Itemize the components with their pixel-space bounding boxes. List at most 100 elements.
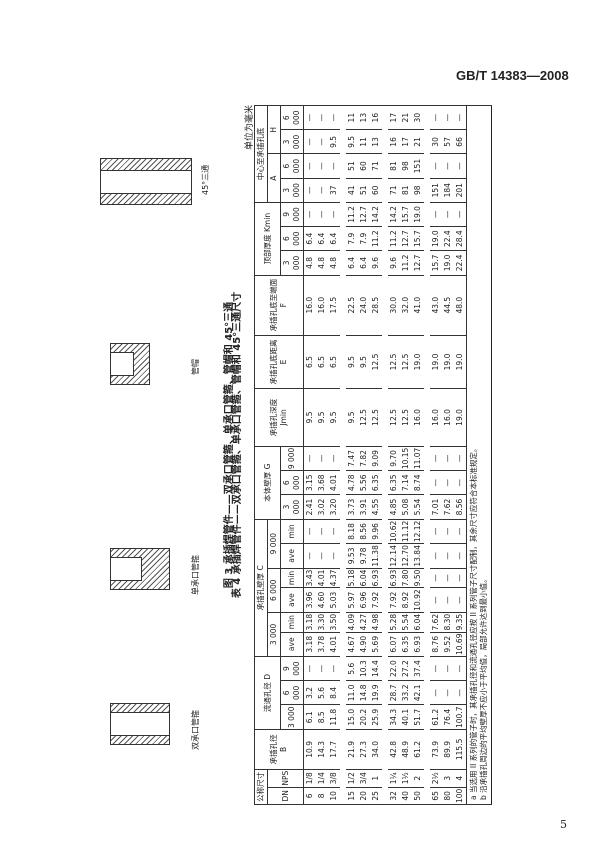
header-H: H <box>267 105 281 154</box>
cell-c6m: 4.01 <box>316 568 328 588</box>
cell-a6: 81 <box>388 153 400 179</box>
cell-k9: — <box>442 202 454 227</box>
cell-d9: 14.4 <box>370 656 382 681</box>
cell-c3m: 5.54 <box>400 612 412 633</box>
cell-b: 61.2 <box>412 729 424 770</box>
cell-j: 9.5 <box>328 388 340 447</box>
header-class: 6 000 <box>280 153 304 179</box>
cell-g3: 5.54 <box>412 494 424 520</box>
cell-dn: 8 <box>316 787 328 805</box>
cell-c9a: 12.14 <box>388 543 400 569</box>
cell-c3a: 6.07 <box>388 632 400 657</box>
cell-d6: 8.4 <box>328 680 340 705</box>
cell-d9: 10.3 <box>358 656 370 681</box>
cell-d9: — <box>430 656 442 681</box>
tee-45-drawing <box>100 158 192 205</box>
cell-c9m: 9.96 <box>370 519 382 544</box>
cell-k6: 12.7 <box>400 226 412 251</box>
cell-d6: — <box>442 680 454 705</box>
cell-k6: 11.2 <box>388 226 400 251</box>
cell-c9a: 11.38 <box>370 543 382 569</box>
cell-k3: 9.6 <box>388 250 400 276</box>
cell-d9: 5.6 <box>346 656 358 681</box>
cell-g9: — <box>328 446 340 471</box>
cell-g6: 6.35 <box>370 470 382 495</box>
cell-c9m: — <box>316 519 328 544</box>
cell-c3a: 4.01 <box>328 632 340 657</box>
cell-g3: 8.56 <box>454 494 467 520</box>
header-min: min <box>280 612 304 633</box>
cell-g6: 3.15 <box>303 470 316 495</box>
cell-c6m: 6.93 <box>388 568 400 588</box>
standard-code: GB/T 14383—2008 <box>456 68 569 83</box>
header-class: 3 000 <box>280 129 304 154</box>
cell-c9a: — <box>430 543 442 569</box>
cell-d3: 51.7 <box>412 705 424 730</box>
cell-d6: 14.8 <box>358 680 370 705</box>
cell-d9: 37.4 <box>412 656 424 681</box>
cell-h6: — <box>442 105 454 130</box>
cell-g6: 7.14 <box>400 470 412 495</box>
header-class: 6 000 <box>280 226 304 251</box>
cell-b: 17.7 <box>328 729 340 770</box>
cell-c6a: 6.96 <box>358 587 370 613</box>
cell-d6: 42.1 <box>412 680 424 705</box>
cell-nps: 1/8 <box>303 769 316 788</box>
header-socket-wall: 承插孔壁厚 C <box>254 519 268 657</box>
cell-k9: 14.2 <box>370 202 382 227</box>
cell-dn: 10 <box>328 787 340 805</box>
cell-k6: 15.7 <box>412 226 424 251</box>
cell-c3a: 6.93 <box>412 632 424 657</box>
cell-g9: — <box>316 446 328 471</box>
cell-c9m: — <box>303 519 316 544</box>
cell-j: 9.5 <box>316 388 328 447</box>
cell-c9m: 10.62 <box>388 519 400 544</box>
cell-a6: — <box>430 153 442 179</box>
cell-g9: 7.82 <box>358 446 370 471</box>
cell-k3: 15.7 <box>430 250 442 276</box>
cell-c3a: 3.18 <box>303 632 316 657</box>
cell-h6: 16 <box>370 105 382 130</box>
cell-j: 16.0 <box>430 388 442 447</box>
cell-d6: 3.2 <box>303 680 316 705</box>
cell-a3: 51 <box>358 178 370 203</box>
header-class: 9 000 <box>280 446 304 471</box>
header-nominal: 公称尺寸 <box>254 769 268 805</box>
header-class: 3 000 <box>280 705 304 730</box>
cell-dn: 40 <box>400 787 412 805</box>
cell-a6: — <box>454 153 467 179</box>
cell-c9a: 9.53 <box>346 543 358 569</box>
cell-k9: — <box>316 202 328 227</box>
cell-k3: 4.8 <box>303 250 316 276</box>
header-ave: ave <box>280 543 304 569</box>
cell-h3: 13 <box>370 129 382 154</box>
cell-g9: — <box>454 446 467 471</box>
cell-d9: — <box>454 656 467 681</box>
cell-dn: 20 <box>358 787 370 805</box>
cell-a3: 184 <box>442 178 454 203</box>
cell-h6: 13 <box>358 105 370 130</box>
cell-c6a: 5.97 <box>346 587 358 613</box>
cell-d3: 8.5 <box>316 705 328 730</box>
cell-g6: 4.78 <box>346 470 358 495</box>
cell-f: 28.5 <box>370 275 382 336</box>
cell-f: 48.0 <box>454 275 467 336</box>
cell-k6: 7.9 <box>358 226 370 251</box>
cell-b: 27.3 <box>358 729 370 770</box>
header-ave: ave <box>280 587 304 613</box>
header-class: 3 000 <box>280 494 304 520</box>
cell-c3m: 9.35 <box>454 612 467 633</box>
cell-a3: 81 <box>400 178 412 203</box>
cell-d6: 5.6 <box>316 680 328 705</box>
cell-h6: — <box>316 105 328 130</box>
cell-dn: 80 <box>442 787 454 805</box>
cell-nps: 3 <box>442 769 454 788</box>
cell-a3: 60 <box>370 178 382 203</box>
cell-k6: 19.0 <box>430 226 442 251</box>
cell-c9a: — <box>316 543 328 569</box>
cell-a6: — <box>316 153 328 179</box>
cell-c3m: 4.27 <box>358 612 370 633</box>
cell-g3: 4.55 <box>370 494 382 520</box>
